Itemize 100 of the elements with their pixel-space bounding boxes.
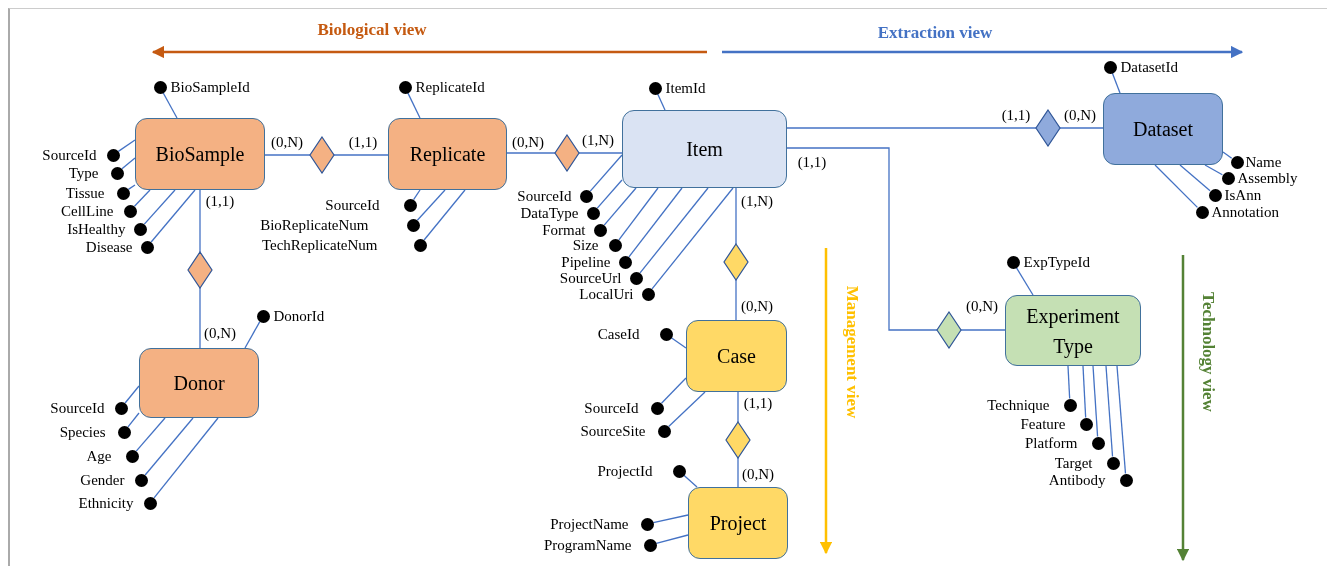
attribute-label: SourceId bbox=[50, 399, 105, 417]
connector-line bbox=[144, 417, 194, 476]
connector-line bbox=[416, 189, 446, 221]
connector-line bbox=[1059, 127, 1104, 129]
attribute-label: Platform bbox=[1025, 434, 1078, 452]
connector-line bbox=[1082, 365, 1087, 419]
connector-line bbox=[162, 92, 178, 119]
connector-line bbox=[127, 412, 140, 428]
connector-line bbox=[199, 287, 201, 349]
connector-line bbox=[133, 189, 151, 207]
attribute-label: CaseId bbox=[597, 325, 640, 343]
attribute-label: Type bbox=[68, 164, 99, 182]
connector-line bbox=[652, 514, 689, 524]
cardinality-label: (1,N) bbox=[739, 193, 775, 209]
connector-line bbox=[244, 321, 261, 349]
connector-line bbox=[1067, 365, 1071, 400]
connector-line bbox=[1116, 365, 1127, 475]
connector-line bbox=[143, 189, 176, 225]
connector-line bbox=[639, 187, 709, 274]
connector-line bbox=[264, 154, 311, 156]
entity-box: Donor bbox=[139, 348, 259, 418]
attribute-label: TechReplicateNum bbox=[261, 236, 378, 254]
attribute-label: Technique bbox=[987, 396, 1050, 414]
connector-line bbox=[135, 417, 166, 452]
cardinality-label: (0,N) bbox=[510, 134, 546, 150]
attribute-label: Feature bbox=[1020, 415, 1066, 433]
relationship-diamond bbox=[187, 251, 213, 289]
connector-line bbox=[628, 187, 683, 258]
cardinality-label: (1,1) bbox=[347, 134, 379, 150]
connector-line bbox=[124, 385, 140, 404]
entity-box: Replicate bbox=[388, 118, 507, 190]
connector-line bbox=[683, 474, 698, 488]
connector-line bbox=[1111, 72, 1121, 94]
cardinality-label: (0,N) bbox=[269, 134, 305, 150]
connector-line bbox=[735, 279, 737, 321]
connector-line bbox=[333, 154, 389, 156]
attribute-label: BioReplicateNum bbox=[260, 216, 369, 234]
connector-line bbox=[660, 377, 687, 404]
attribute-label: Antibody bbox=[1048, 471, 1106, 489]
attribute-label: Name bbox=[1245, 153, 1282, 171]
cardinality-label: (1,N) bbox=[580, 132, 616, 148]
attribute-label: SourceId bbox=[584, 399, 639, 417]
connector-line bbox=[1154, 164, 1199, 209]
connector-line bbox=[506, 152, 556, 154]
connector-line bbox=[153, 417, 219, 499]
attribute-label: CellLine bbox=[61, 202, 114, 220]
connector-line bbox=[737, 391, 739, 423]
relationship-diamond bbox=[554, 134, 580, 172]
relationship-diamond bbox=[936, 311, 962, 349]
connector-line bbox=[651, 187, 734, 290]
attribute-label: Annotation bbox=[1211, 203, 1279, 221]
attribute-label: DonorId bbox=[273, 307, 325, 325]
connector-line bbox=[655, 534, 689, 544]
attribute-label: Gender bbox=[80, 471, 125, 489]
connector-line bbox=[735, 187, 737, 245]
entity-box: Case bbox=[686, 320, 787, 392]
entity-box: Experiment Type bbox=[1005, 295, 1141, 366]
cardinality-label: (0,N) bbox=[1062, 107, 1098, 123]
attribute-label: ProgramName bbox=[544, 536, 632, 554]
entity-box: Dataset bbox=[1103, 93, 1223, 165]
view-label: Management view bbox=[842, 285, 862, 419]
connector-line bbox=[960, 329, 1006, 331]
attribute-label: Ethnicity bbox=[78, 494, 134, 512]
cardinality-label: (1,1) bbox=[1000, 107, 1032, 123]
attribute-label: LocalUri bbox=[579, 285, 634, 303]
view-label: Technology view bbox=[1198, 292, 1218, 412]
cardinality-label: (0,N) bbox=[739, 298, 775, 314]
attribute-label: Disease bbox=[85, 238, 133, 256]
cardinality-label: (1,1) bbox=[742, 395, 774, 411]
attribute-label: SourceId bbox=[325, 196, 380, 214]
attribute-label: Target bbox=[1054, 454, 1093, 472]
connector-line bbox=[603, 187, 637, 226]
attribute-label: Size bbox=[572, 236, 599, 254]
connector-line bbox=[589, 154, 623, 192]
attribute-label: IsHealthy bbox=[67, 220, 126, 238]
attribute-label: BioSampleId bbox=[170, 78, 250, 96]
attribute-label: SourceSite bbox=[580, 422, 646, 440]
attribute-label: ExpTypeId bbox=[1023, 253, 1090, 271]
connector-line bbox=[618, 187, 659, 241]
connector-line bbox=[786, 147, 938, 331]
cardinality-label: (0,N) bbox=[202, 325, 238, 341]
attribute-label: ProjectName bbox=[550, 515, 629, 533]
view-label: Extraction view bbox=[877, 23, 993, 43]
connector-line bbox=[1179, 164, 1211, 192]
entity-box: Project bbox=[688, 487, 788, 559]
cardinality-label: (0,N) bbox=[740, 466, 776, 482]
connector-line bbox=[121, 157, 136, 170]
attribute-label: SourceUrl bbox=[559, 269, 622, 287]
relationship-diamond bbox=[1035, 109, 1061, 147]
attribute-label: Format bbox=[542, 221, 586, 239]
attribute-label: Tissue bbox=[65, 184, 105, 202]
attribute-label: SourceId bbox=[42, 146, 97, 164]
cardinality-label: (0,N) bbox=[964, 298, 1000, 314]
connector-line bbox=[1222, 151, 1233, 159]
entity-box: BioSample bbox=[135, 118, 265, 190]
connector-line bbox=[1204, 164, 1223, 176]
connector-line bbox=[737, 457, 739, 488]
connector-line bbox=[668, 391, 706, 428]
attribute-label: ProjectId bbox=[597, 462, 653, 480]
attribute-label: DatasetId bbox=[1120, 58, 1178, 76]
